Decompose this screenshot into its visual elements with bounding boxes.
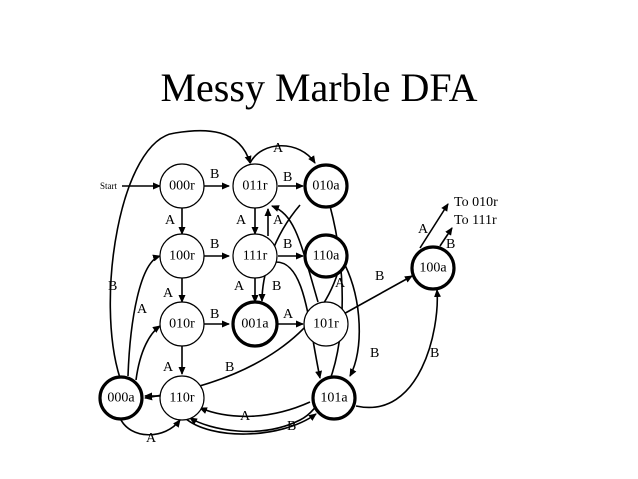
edge-101r-100a: [339, 275, 413, 317]
edge-111r-101a: [275, 261, 323, 379]
edge-label: A: [236, 213, 247, 228]
edge-label: B: [287, 419, 296, 434]
state-011r: 011r: [232, 163, 278, 209]
edge-label: A: [137, 302, 148, 317]
edge-label: A: [273, 141, 284, 156]
state-111r: 111r: [232, 233, 278, 279]
edge-label: B: [210, 237, 219, 252]
edge-label: B: [283, 237, 292, 252]
edge-label: A: [234, 279, 245, 294]
edge-label: A: [273, 213, 284, 228]
edge-101r-011r: [271, 205, 319, 303]
state-label: 000a: [107, 391, 135, 406]
edge-101a-110r: [199, 401, 311, 418]
edge-label: A: [163, 286, 174, 301]
state-110a: 110a: [303, 233, 349, 279]
edge-label: B: [446, 237, 455, 252]
edge-label: A: [146, 431, 157, 446]
edge-010a-110r: [189, 205, 343, 433]
state-label: 100a: [419, 261, 447, 276]
edge-label: B: [272, 279, 281, 294]
edge-label: A: [163, 360, 174, 375]
state-label: 111r: [243, 249, 268, 264]
edge-label: B: [283, 170, 292, 185]
edge-100a-to010r: [419, 203, 449, 249]
edge-label: A: [240, 409, 251, 424]
edge-label: B: [430, 346, 439, 361]
edge-label: B: [210, 167, 219, 182]
edge-000a-100r: [127, 254, 161, 377]
edge-101a-100a: [355, 289, 442, 409]
state-110r: 110r: [159, 375, 205, 421]
state-label: 101r: [313, 317, 339, 332]
edge-110r-101a: [184, 413, 317, 435]
state-100a: 100a: [410, 245, 456, 291]
state-label: 010r: [169, 317, 195, 332]
state-label: 101a: [320, 391, 348, 406]
state-101a: 101a: [311, 375, 357, 421]
edge-000a-011r: [109, 129, 252, 379]
state-label: 001a: [241, 317, 269, 332]
edge-label: A: [283, 307, 294, 322]
edge-label: A: [165, 213, 176, 228]
state-000a: 000a: [98, 375, 144, 421]
state-label: 011r: [242, 179, 267, 194]
state-010a: 010a: [303, 163, 349, 209]
slide-title: Messy Marble DFA: [160, 65, 478, 110]
state-label: 010a: [312, 179, 340, 194]
state-101r: 101r: [303, 301, 349, 347]
edge-000a-010r: [135, 325, 161, 381]
edge-000a-110r: [119, 417, 181, 436]
state-100r: 100r: [159, 233, 205, 279]
state-label: 100r: [169, 249, 195, 264]
edge-label: B: [225, 360, 234, 375]
edge-label: B: [108, 279, 117, 294]
edge-label: A: [418, 222, 429, 237]
edge-label: B: [375, 269, 384, 284]
state-010r: 010r: [159, 301, 205, 347]
to-111r-label: To 111r: [454, 213, 497, 228]
edge-110a-101a: [344, 264, 361, 377]
state-label: 000r: [169, 179, 195, 194]
to-010r-label: To 010r: [454, 195, 498, 210]
state-label: 110a: [313, 249, 340, 264]
state-label: 110r: [169, 391, 194, 406]
state-001a: 001a: [231, 300, 279, 348]
start-label: Start: [100, 181, 117, 191]
state-000r: 000r: [159, 163, 205, 209]
edge-label: B: [210, 307, 219, 322]
edge-011r-010a-top: [249, 144, 316, 164]
edge-label: B: [370, 346, 379, 361]
edge-label: A: [335, 276, 346, 291]
edge-100a-to111r: [439, 227, 453, 247]
